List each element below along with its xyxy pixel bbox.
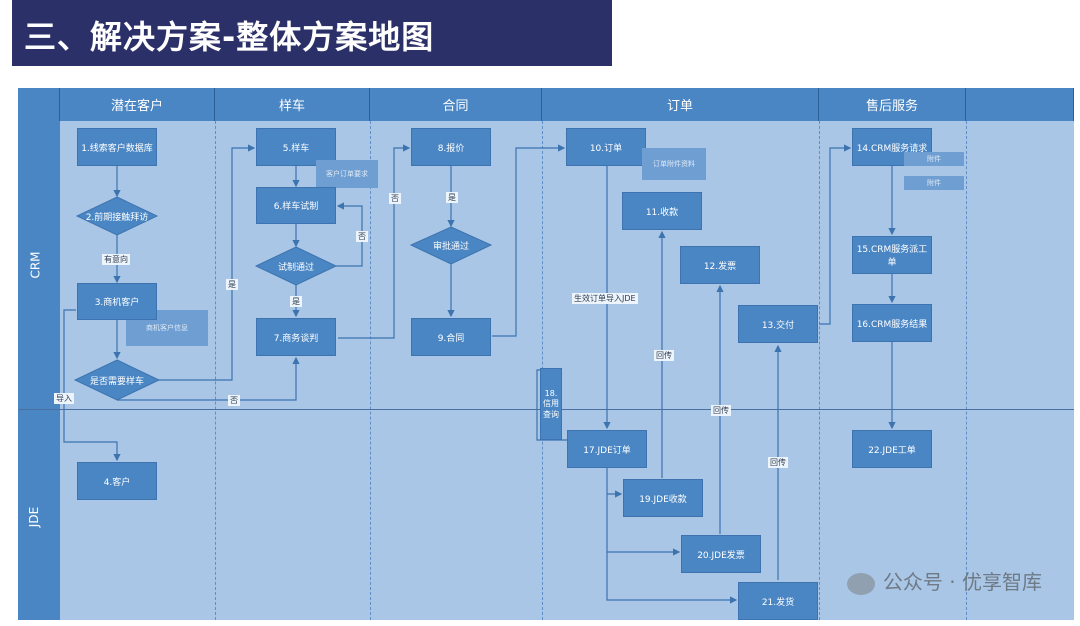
doc-attachment-1: 附件 [904, 152, 964, 166]
decision-diamond [409, 226, 493, 265]
title-banner: 三、解决方案-整体方案地图 [12, 0, 612, 66]
node-10: 10.订单 [566, 128, 646, 166]
decision-diamond [75, 196, 159, 236]
diagram-board [18, 88, 1074, 620]
edge-label-return: 回传 [768, 457, 788, 468]
node-21: 21.发货 [738, 582, 818, 620]
lane-header-2: 样车 [215, 88, 370, 121]
edge-label-return: 回传 [711, 405, 731, 416]
lane-header-5: 售后服务 [819, 88, 966, 121]
diamond-label-2: 2.前期接触拜访 [85, 212, 149, 223]
watermark-text: 公众号 · 优享智库 [882, 570, 1042, 594]
row-label-column [18, 121, 60, 620]
node-4: 4.客户 [77, 462, 157, 500]
node-19: 19.JDE收款 [623, 479, 703, 517]
diamond-label-approve: 审批通过 [432, 241, 469, 252]
edge-label-generate: 生效订单导入JDE [572, 293, 638, 304]
node-22: 22.JDE工单 [852, 430, 932, 468]
lane-header-4: 订单 [542, 88, 819, 121]
edge-label-import: 导入 [54, 393, 74, 404]
node-14: 14.CRM服务请求 [852, 128, 932, 166]
lane-divider [966, 121, 967, 620]
decision-diamond [73, 359, 161, 401]
edge-label-yes: 是 [290, 296, 302, 307]
lane-divider [215, 121, 216, 620]
node-17: 17.JDE订单 [567, 430, 647, 468]
edge-label-no: 否 [228, 395, 240, 406]
doc-customer-requirement: 客户订单要求 [316, 160, 378, 188]
edge-label-yes: 是 [226, 279, 238, 290]
page-title: 三、解决方案-整体方案地图 [24, 18, 435, 56]
node-11: 11.收款 [622, 192, 702, 230]
node-5: 5.样车 [256, 128, 336, 166]
node-13: 13.交付 [738, 305, 818, 343]
edge-label-intent: 有意向 [102, 254, 130, 265]
wechat-icon [846, 572, 875, 595]
node-9: 9.合同 [411, 318, 491, 356]
doc-order-attachment: 订单附件资料 [642, 148, 706, 180]
watermark: 公众号 · 优享智库 [846, 566, 1042, 595]
node-3: 3.商机客户 [77, 283, 157, 320]
lane-header-3: 合同 [370, 88, 542, 121]
lane-header-corner [18, 88, 60, 121]
lane-header-1: 潜在客户 [60, 88, 215, 121]
node-6: 6.样车试制 [256, 187, 336, 224]
node-18: 18.信用查询 [540, 368, 562, 440]
node-7: 7.商务谈判 [256, 318, 336, 356]
lane-divider [370, 121, 371, 620]
lane-header-6 [966, 88, 1074, 121]
node-20: 20.JDE发票 [681, 535, 761, 573]
node-16: 16.CRM服务结果 [852, 304, 932, 342]
lane-divider [819, 121, 820, 620]
diamond-label-need: 是否需要样车 [89, 376, 144, 387]
doc-attachment-2: 附件 [904, 176, 964, 190]
edge-label-no: 否 [356, 231, 368, 242]
edge-label-return: 回传 [654, 350, 674, 361]
diamond-label-test: 试制通过 [277, 262, 314, 273]
node-1: 1.线索客户数据库 [77, 128, 157, 166]
node-8: 8.报价 [411, 128, 491, 166]
node-12: 12.发票 [680, 246, 760, 284]
decision-diamond [254, 246, 338, 286]
edge-label-yes: 是 [446, 192, 458, 203]
node-15: 15.CRM服务派工单 [852, 236, 932, 274]
edge-label-no: 否 [389, 193, 401, 204]
